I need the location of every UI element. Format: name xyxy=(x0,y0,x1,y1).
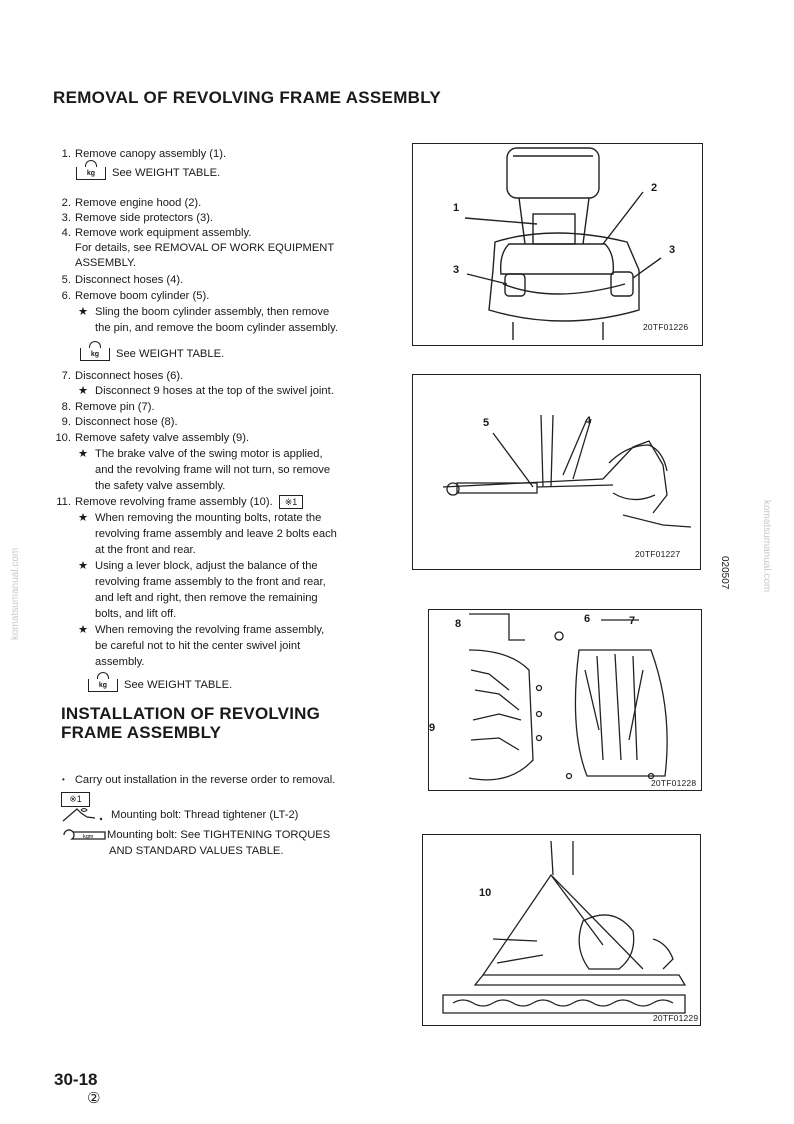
removal-step: 11.Remove revolving frame assembly (10).… xyxy=(56,494,304,510)
thread-tightener-note: Mounting bolt: Thread tightener (LT-2) xyxy=(61,806,298,824)
figure-swivel-callout-9: 9 xyxy=(429,722,436,734)
figure-canopy-id: 20TF01226 xyxy=(643,322,689,332)
removal-step-continuation: revolving frame assembly to the front an… xyxy=(95,576,326,588)
weight-icon: kg xyxy=(88,671,118,692)
installation-bullet: •Carry out installation in the reverse o… xyxy=(62,774,336,786)
removal-step-continuation: revolving frame assembly and leave 2 bol… xyxy=(95,528,337,540)
figure-swivel-callout-6: 6 xyxy=(584,613,591,625)
star-icon: ★ xyxy=(78,624,89,636)
thread-tightener-icon xyxy=(62,808,103,822)
figure-revolving-frame: 10 20TF01229 xyxy=(422,834,701,1026)
torque-note: kgm Mounting bolt: See TIGHTENING TORQUE… xyxy=(61,827,330,843)
figure-canopy-callout-2: 2 xyxy=(651,182,658,194)
figure-frame-id: 20TF01229 xyxy=(653,1013,699,1023)
removal-step-continuation: For details, see REMOVAL OF WORK EQUIPME… xyxy=(75,242,335,254)
installation-title: INSTALLATION OF REVOLVING FRAME ASSEMBLY xyxy=(61,704,320,742)
installation-title-line1: INSTALLATION OF REVOLVING xyxy=(61,704,321,723)
figure-swivel-callout-8: 8 xyxy=(455,618,462,630)
side-code: 020507 xyxy=(719,556,730,590)
removal-step: 2.Remove engine hood (2). xyxy=(61,197,202,209)
removal-step-continuation: the pin, and remove the boom cylinder as… xyxy=(95,322,338,334)
figure-swivel-id: 20TF01228 xyxy=(651,778,697,788)
star-icon: ★ xyxy=(78,306,89,318)
revolving-frame-illustration xyxy=(442,840,687,1014)
installation-title-line2: FRAME ASSEMBLY xyxy=(61,723,222,742)
removal-step-continuation: the safety valve assembly. xyxy=(95,480,226,492)
figure-frame-callout-10: 10 xyxy=(479,887,492,899)
removal-note: ★Sling the boom cylinder assembly, then … xyxy=(78,306,330,318)
removal-step: 6.Remove boom cylinder (5). xyxy=(61,290,210,302)
removal-step-continuation: assembly. xyxy=(95,656,145,668)
installation-tag: ※1 xyxy=(61,792,90,807)
figure-canopy-callout-1: 1 xyxy=(453,202,460,214)
torque-note-line2: AND STANDARD VALUES TABLE. xyxy=(109,845,284,857)
removal-note: ★The brake valve of the swing motor is a… xyxy=(78,448,323,460)
watermark-right: komatsumanual.com xyxy=(761,500,772,593)
removal-step: 9.Disconnect hose (8). xyxy=(61,416,178,428)
removal-step-continuation: and the revolving frame will not turn, s… xyxy=(95,464,331,476)
step-tag: ※1 xyxy=(278,495,304,509)
wrench-icon: kgm xyxy=(63,829,106,840)
watermark-left: komatsumanual.com xyxy=(10,547,21,640)
figure-canopy: 1 2 3 3 20TF01226 xyxy=(412,143,703,346)
removal-step: 1.Remove canopy assembly (1). xyxy=(61,148,227,160)
removal-step-continuation: ASSEMBLY. xyxy=(75,257,137,269)
removal-step: 10.Remove safety valve assembly (9). xyxy=(55,432,250,444)
removal-step-continuation: bolts, and lift off. xyxy=(95,608,177,620)
figure-boom-callout-4: 4 xyxy=(585,415,592,427)
boom-cylinder-illustration xyxy=(442,414,692,528)
removal-title: REMOVAL OF REVOLVING FRAME ASSEMBLY xyxy=(53,88,441,107)
removal-step-continuation: and left and right, then remove the rema… xyxy=(95,592,318,604)
weight-icon: kg xyxy=(80,340,110,361)
svg-text:kgm: kgm xyxy=(83,834,94,840)
removal-note: ★Using a lever block, adjust the balance… xyxy=(78,560,318,572)
star-icon: ★ xyxy=(78,560,89,572)
figure-swivel-callout-7: 7 xyxy=(629,615,636,627)
figure-canopy-callout-3-right: 3 xyxy=(669,244,676,256)
canopy-illustration xyxy=(464,147,662,340)
swivel-hoses-illustration xyxy=(468,613,668,781)
figure-swivel-hoses: 8 6 7 9 20TF01228 xyxy=(428,609,702,791)
removal-step: 8.Remove pin (7). xyxy=(61,401,155,413)
revision-mark: ② xyxy=(87,1090,101,1107)
removal-note: ★Disconnect 9 hoses at the top of the sw… xyxy=(78,385,334,397)
removal-step-continuation: at the front and rear. xyxy=(95,544,196,556)
star-icon: ★ xyxy=(78,385,89,397)
removal-step-continuation: be careful not to hit the center swivel … xyxy=(95,640,301,652)
removal-step: 4.Remove work equipment assembly. xyxy=(61,227,252,239)
star-icon: ★ xyxy=(78,448,89,460)
figure-canopy-callout-3-left: 3 xyxy=(453,264,460,276)
weight-icon: kg xyxy=(76,159,106,180)
removal-step: 5.Disconnect hoses (4). xyxy=(61,274,184,286)
removal-note: ★When removing the mounting bolts, rotat… xyxy=(78,512,322,524)
star-icon: ★ xyxy=(78,512,89,524)
figure-boom-callout-5: 5 xyxy=(483,417,490,429)
removal-note: ★When removing the revolving frame assem… xyxy=(78,624,325,636)
figure-boom-id: 20TF01227 xyxy=(635,549,681,559)
figure-boom-cylinder: 5 4 20TF01227 xyxy=(412,374,701,570)
removal-step: 7.Disconnect hoses (6). xyxy=(61,370,184,382)
removal-step: 3.Remove side protectors (3). xyxy=(61,212,214,224)
page-number: 30-18 xyxy=(54,1070,98,1089)
